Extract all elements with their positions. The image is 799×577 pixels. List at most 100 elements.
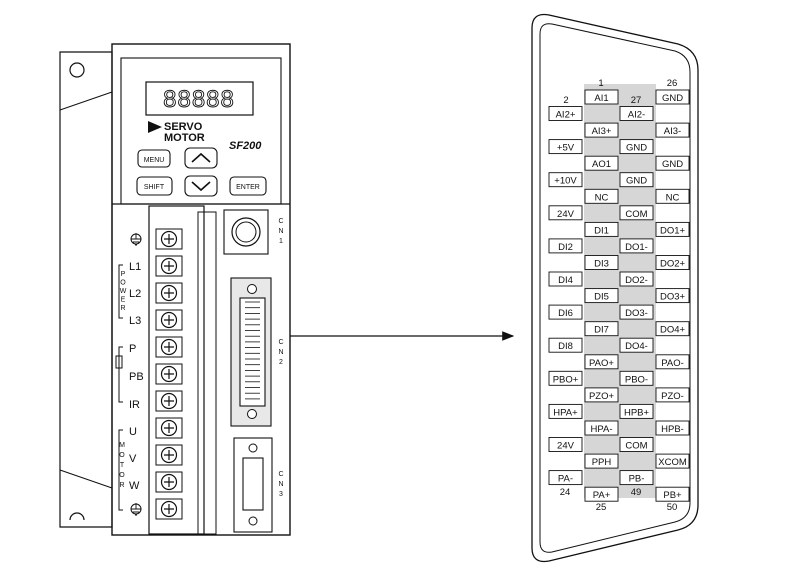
pin-cell: DI8 <box>548 337 583 353</box>
pin-box <box>584 420 619 436</box>
screw-cross-icon <box>164 261 174 271</box>
up-button[interactable] <box>184 147 218 169</box>
menu-button-label: MENU <box>144 157 165 164</box>
pin-number-1: 1 <box>598 78 603 89</box>
pin-label: DO3- <box>625 308 648 319</box>
screw-cross-icon <box>164 234 174 244</box>
pin-cell: PPH <box>584 453 619 469</box>
cn1-label: CN1 <box>278 218 283 245</box>
pin-box <box>548 271 583 287</box>
pin-box <box>584 155 619 171</box>
pin-cell: DI5 <box>584 288 619 304</box>
terminal-screw <box>160 365 178 383</box>
pin-cell: DO4- <box>619 337 654 353</box>
pin-label: XCOM <box>658 457 687 468</box>
terminal-screw <box>160 230 178 248</box>
pin-box <box>584 354 619 370</box>
motor-group-label-letter: T <box>120 462 125 469</box>
pin-box <box>548 403 583 419</box>
pin-label: GND <box>626 143 647 154</box>
terminal-slot <box>155 498 183 520</box>
enter-button[interactable] <box>229 176 267 196</box>
model-name: SF200 <box>229 140 262 152</box>
motor-group-label-letter: O <box>119 452 125 459</box>
pin-cell: GND <box>655 155 690 171</box>
pin-label: DI7 <box>594 325 609 336</box>
terminal-screw <box>160 392 178 410</box>
shift-button[interactable] <box>136 176 173 196</box>
pin-cell: PB+ <box>655 486 690 502</box>
pin-cell: +5V <box>548 139 583 155</box>
pin-cell: PAO- <box>655 354 690 370</box>
pin-label: PB+ <box>663 490 682 501</box>
pin-label: PA- <box>558 474 573 485</box>
pin-cell: DO1- <box>619 238 654 254</box>
cn2-connector-outline <box>531 13 699 563</box>
pin-box <box>548 238 583 254</box>
pin-label: PBO+ <box>553 374 579 385</box>
pin-box <box>584 255 619 270</box>
pin-box <box>619 437 654 452</box>
pin-label: PPH <box>592 457 612 468</box>
pin-label: DO4- <box>625 341 648 352</box>
motor-group-label-letter: O <box>119 472 125 479</box>
pin-number-49: 49 <box>631 487 642 498</box>
pin-cell: AI2- <box>619 106 654 121</box>
terminal-screw <box>160 284 178 302</box>
pin-cell: +10V <box>548 172 583 188</box>
cn2-label: CN2 <box>278 339 283 366</box>
pin-label: DI2 <box>558 242 573 253</box>
power-group-label-letter: W <box>120 288 127 295</box>
pin-box <box>548 470 583 486</box>
pin-cell: NC <box>584 188 619 204</box>
pin-cell: DO2- <box>619 271 654 287</box>
mounting-flange <box>59 51 113 528</box>
pin-cell: DO2+ <box>655 255 690 270</box>
pin-box <box>584 453 619 469</box>
chevron-down-icon <box>191 181 211 192</box>
down-button[interactable] <box>184 175 218 197</box>
pin-label: HPA+ <box>553 407 578 418</box>
pin-label: DO4+ <box>660 325 686 336</box>
pin-cell: COM <box>619 437 654 452</box>
pin-number-27: 27 <box>631 95 642 106</box>
cn3-port <box>233 437 273 533</box>
pin-label: DI5 <box>594 292 609 303</box>
terminal-screw <box>160 338 178 356</box>
pin-label: AO1 <box>592 159 611 170</box>
menu-button[interactable] <box>137 149 171 168</box>
pin-box <box>655 354 690 370</box>
pin-label: DI3 <box>594 259 609 270</box>
pin-label: GND <box>662 93 683 104</box>
pin-number-24: 24 <box>560 487 571 498</box>
pin-label: AI2+ <box>556 110 576 121</box>
pin-cell: PB- <box>619 470 654 486</box>
pin-label: AI3+ <box>592 126 612 137</box>
terminal-slot <box>155 282 183 304</box>
terminal-slot <box>155 309 183 331</box>
pin-cell: HPB- <box>655 420 690 436</box>
terminal-slot <box>155 363 183 385</box>
pin-cell: 24V <box>548 437 583 452</box>
pin-box <box>619 470 654 486</box>
pin-cell: PBO+ <box>548 370 583 386</box>
pin-box <box>548 106 583 121</box>
pin-cell: COM <box>619 205 654 221</box>
pin-cell: HPB+ <box>619 403 654 419</box>
pin-box <box>619 304 654 320</box>
pin-cell: DO4+ <box>655 321 690 337</box>
pin-label: PAO- <box>661 358 684 369</box>
pin-label: DO1- <box>625 242 648 253</box>
screw-cross-icon <box>164 504 174 514</box>
pin-cell: AI1 <box>584 89 619 105</box>
power-group-label-letter: O <box>120 280 126 287</box>
motor-group-label-letter: M <box>119 442 125 449</box>
pin-label: DO1+ <box>660 225 686 236</box>
pin-label: DI6 <box>558 308 573 319</box>
pin-label: PB- <box>629 474 645 485</box>
pin-cell: AI2+ <box>548 106 583 121</box>
cn3-label-char: 3 <box>279 491 283 498</box>
pin-cell: GND <box>655 89 690 105</box>
